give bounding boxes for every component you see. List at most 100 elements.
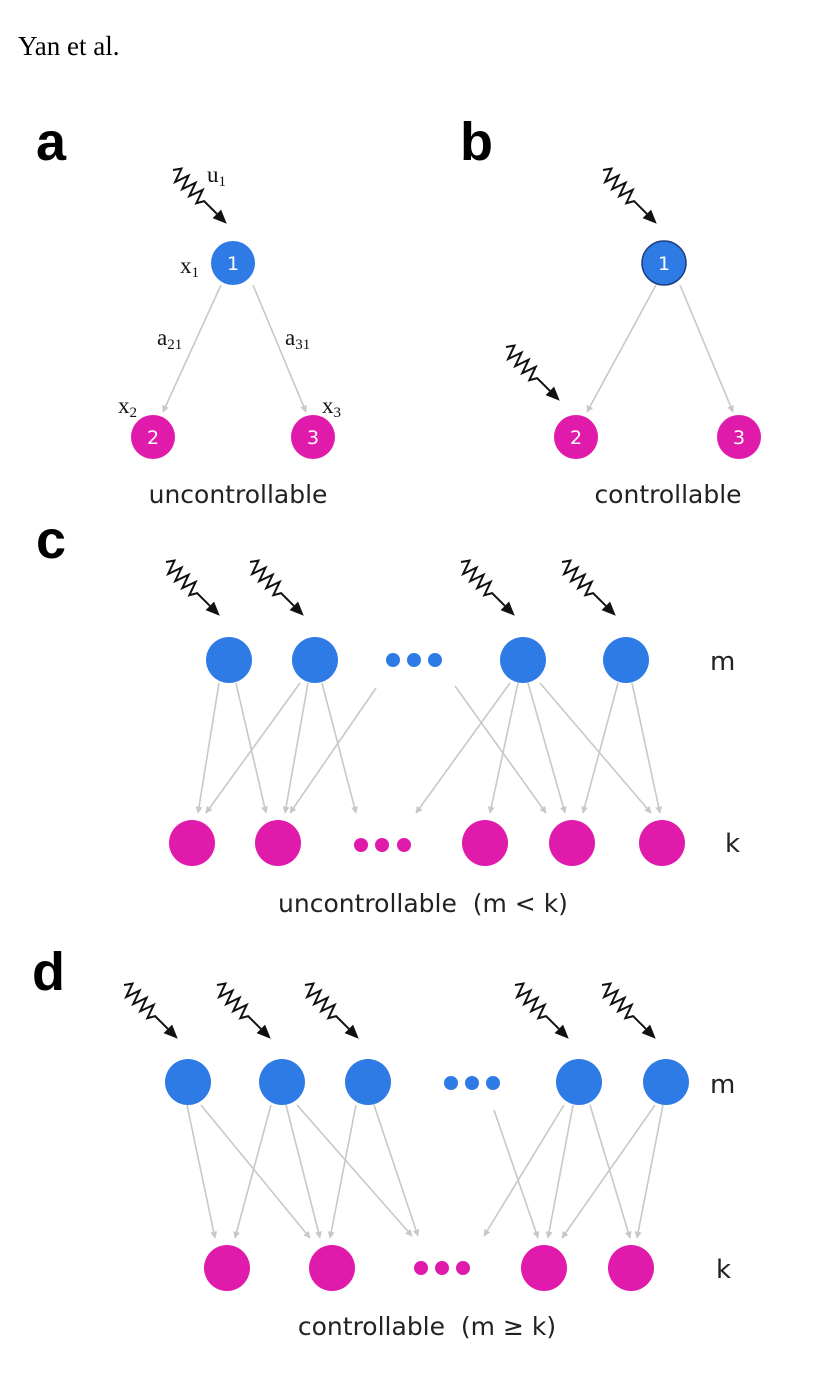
panel-d-driver-nodes (165, 1059, 689, 1105)
target-node (291, 415, 335, 459)
target-node (204, 1245, 250, 1291)
panel-b-input-signal-1 (602, 167, 657, 224)
panel-a-caption: uncontrollable (149, 480, 328, 509)
edge (285, 1104, 322, 1239)
panel-d-input-signal-3 (304, 982, 359, 1039)
node-label: 1 (227, 253, 239, 275)
edge (483, 1104, 565, 1237)
zigzag-arrow-icon (460, 559, 506, 607)
edge (200, 1104, 311, 1239)
node-x1: 1 (211, 241, 255, 285)
panel-d-target-nodes (204, 1245, 654, 1291)
panel-c-bottom-label: k (725, 829, 740, 859)
edge (493, 1109, 540, 1239)
target-node (717, 415, 761, 459)
driver-node (500, 637, 546, 683)
driver-node (603, 637, 649, 683)
driver-node (641, 240, 687, 286)
state-label-x3: x3 (322, 393, 341, 421)
panel-c-input-signal-4 (561, 559, 616, 616)
edge-1-to-3 (252, 284, 307, 413)
target-node (608, 1245, 654, 1291)
node-1: 1 (641, 240, 687, 286)
target-node (639, 820, 685, 866)
panel-d-edges (186, 1104, 664, 1239)
panel-b-letter: b (460, 112, 493, 172)
panel-c-caption: uncontrollable (m < k) (278, 889, 568, 918)
three-dots-icon (444, 1076, 500, 1090)
panel-d: d (32, 942, 735, 1341)
edge-1-to-3 (679, 284, 734, 413)
edge (327, 1104, 357, 1239)
target-node (549, 820, 595, 866)
arrowhead-icon (289, 601, 304, 616)
target-node (131, 415, 175, 459)
driver-node (211, 241, 255, 285)
driver-node (292, 637, 338, 683)
edge (235, 682, 268, 814)
input-label-u1: u1 (207, 162, 226, 190)
panel-c: c (36, 510, 740, 918)
driver-node (345, 1059, 391, 1105)
panel-b-caption: controllable (594, 480, 741, 509)
zigzag-arrow-icon (216, 982, 262, 1030)
three-dots-icon (414, 1261, 470, 1275)
node-label: 3 (307, 427, 319, 449)
edge (233, 1104, 272, 1239)
node-label: 2 (570, 427, 582, 449)
state-label-x1: x1 (180, 253, 199, 281)
node-3: 3 (717, 415, 761, 459)
edge (321, 682, 358, 814)
zigzag-arrow-icon (514, 982, 560, 1030)
edge (634, 1104, 664, 1239)
target-node (255, 820, 301, 866)
edge (539, 682, 652, 814)
panel-d-caption: controllable (m ≥ k) (298, 1312, 556, 1341)
arrowhead-icon (205, 601, 220, 616)
panel-c-top-label: m (710, 647, 735, 677)
node-x3: 3 (291, 415, 335, 459)
panel-b: b 1 2 3 controllable (460, 112, 761, 509)
target-node (554, 415, 598, 459)
panel-a-edges (162, 284, 307, 413)
zigzag-arrow-icon (602, 167, 648, 215)
zigzag-arrow-icon (304, 982, 350, 1030)
edge (415, 682, 511, 814)
zigzag-arrow-icon (601, 982, 647, 1030)
node-2: 2 (554, 415, 598, 459)
edge (589, 1104, 632, 1239)
arrowhead-icon (642, 209, 657, 224)
edge (545, 1104, 574, 1239)
edge-label-a21: a21 (157, 325, 182, 353)
edge (289, 687, 377, 814)
arrowhead-icon (641, 1024, 656, 1039)
node-x2: 2 (131, 415, 175, 459)
zigzag-arrow-icon (172, 167, 218, 215)
edge (282, 682, 309, 814)
edge (454, 685, 547, 814)
author-line: Yan et al. (18, 31, 120, 61)
panel-d-input-signal-4 (514, 982, 569, 1039)
zigzag-arrow-icon (123, 982, 169, 1030)
driver-node (643, 1059, 689, 1105)
state-label-x2: x2 (118, 393, 137, 421)
panel-a-letter: a (36, 112, 67, 172)
panel-d-top-label: m (710, 1070, 735, 1100)
panel-a-input-signal (172, 167, 227, 224)
panel-a: a 1 2 3 u1 x1 x2 x3 a21 a31 uncontrollab… (36, 112, 341, 509)
arrowhead-icon (163, 1024, 178, 1039)
zigzag-arrow-icon (249, 559, 295, 607)
panel-c-input-signal-3 (460, 559, 515, 616)
panel-d-input-signal-1 (123, 982, 178, 1039)
zigzag-arrow-icon (165, 559, 211, 607)
panel-c-driver-nodes (206, 637, 649, 683)
target-node (462, 820, 508, 866)
edge (373, 1104, 420, 1237)
edge (581, 682, 619, 814)
target-node (521, 1245, 567, 1291)
target-node (309, 1245, 355, 1291)
driver-node (165, 1059, 211, 1105)
three-dots-icon (354, 838, 411, 852)
edge (186, 1104, 218, 1239)
